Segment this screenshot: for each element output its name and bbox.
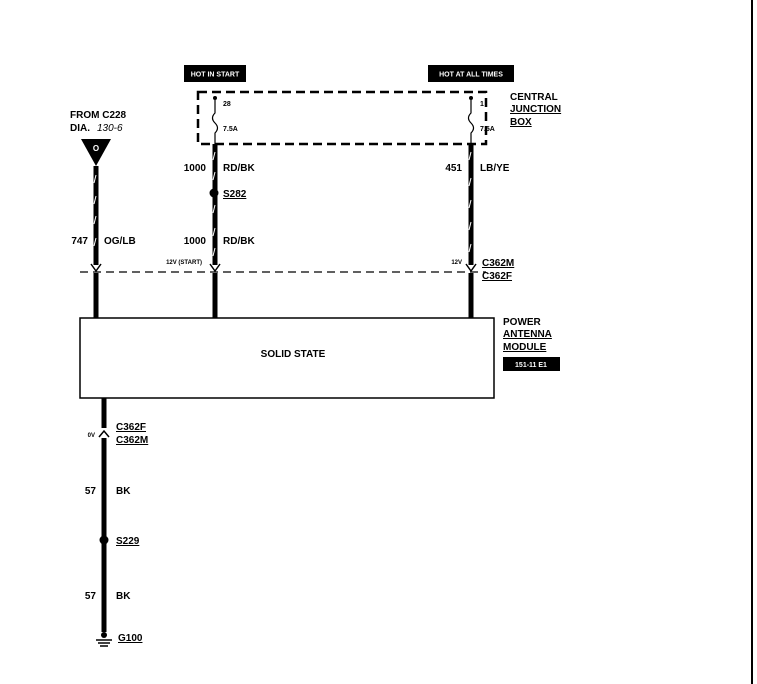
splice-s282-dot: [209, 188, 219, 198]
wire-747-number: 747: [71, 236, 88, 247]
cjb-label-3: BOX: [510, 117, 532, 128]
ground-icon: [96, 632, 112, 647]
connector-o-triangle: O: [81, 139, 111, 166]
connector-o-letter: O: [93, 144, 99, 153]
module-badge-text: 151-11 E1: [515, 362, 547, 369]
wire-451-number: 451: [445, 163, 462, 174]
wire-57-a-number: 57: [85, 486, 97, 497]
from-dia-prefix: DIA.: [70, 123, 90, 134]
module-badge: 151-11 E1: [503, 357, 560, 371]
cjb-label-2: JUNCTION: [510, 104, 561, 115]
connector-c362f-bottom: C362F: [116, 422, 146, 433]
wire-57-a-color: BK: [116, 486, 131, 497]
module-label-2: ANTENNA: [503, 329, 552, 340]
wire-57-b-color: BK: [116, 591, 131, 602]
central-junction-box: [196, 90, 488, 146]
connector-c362f-top: C362F: [482, 271, 512, 282]
connector-c362m-top: C362M: [482, 258, 514, 269]
fuse-28-rating: 7.5A: [223, 126, 238, 133]
wire-451-color: LB/YE: [480, 163, 510, 174]
hot-at-all-times-badge: HOT AT ALL TIMES: [428, 65, 514, 82]
from-c228-label: FROM C228: [70, 110, 127, 121]
hot-in-start-label: HOT IN START: [191, 72, 240, 79]
module-label-1: POWER: [503, 317, 542, 328]
fuse-1-rating: 7.5A: [480, 126, 495, 133]
hot-at-all-times-label: HOT AT ALL TIMES: [439, 72, 503, 79]
voltage-12v: 12V: [451, 260, 462, 266]
cjb-label-1: CENTRAL: [510, 92, 558, 103]
splice-s229-dot: [99, 535, 109, 545]
module-label-3: MODULE: [503, 342, 547, 353]
from-dia-ref: 130-6: [97, 123, 123, 134]
splice-s229-label: S229: [116, 536, 140, 547]
wire-57: [98, 398, 110, 632]
ground-g100-label: G100: [118, 633, 143, 644]
power-antenna-module-box: [79, 317, 495, 399]
wire-747: [90, 166, 102, 318]
fuse-1: 1 7.5A: [467, 96, 495, 144]
solid-state-label: SOLID STATE: [261, 349, 326, 360]
fuse-28-number: 28: [223, 101, 231, 108]
wire-57-b-number: 57: [85, 591, 97, 602]
voltage-0v: 0V: [88, 433, 95, 439]
fuse-28: 28 7.5A: [211, 96, 238, 144]
wire-1000-bottom-color: RD/BK: [223, 236, 255, 247]
splice-s282-label: S282: [223, 189, 247, 200]
page-border: [751, 0, 753, 684]
wire-1000-bottom-number: 1000: [184, 236, 207, 247]
wire-451: [465, 144, 477, 318]
wire-747-color: OG/LB: [104, 236, 136, 247]
wire-1000-top-color: RD/BK: [223, 163, 255, 174]
voltage-12v-start: 12V (START): [166, 260, 202, 266]
connector-c362m-bottom: C362M: [116, 435, 148, 446]
fuse-1-number: 1: [480, 101, 484, 108]
wire-1000-top-number: 1000: [184, 163, 207, 174]
wire-1000: [209, 144, 221, 318]
hot-in-start-badge: HOT IN START: [184, 65, 246, 82]
